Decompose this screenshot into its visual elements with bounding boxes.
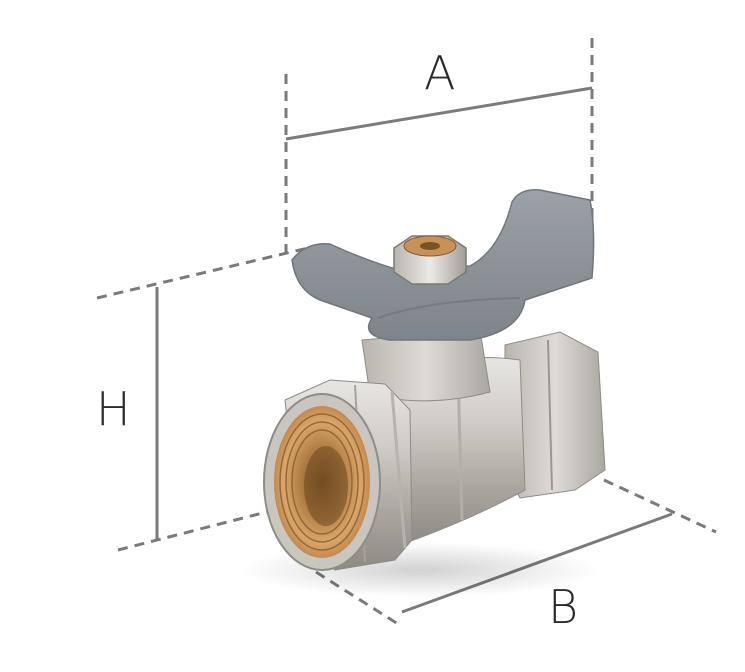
- dimension-h-bottom-extension: [117, 504, 291, 552]
- dimension-h: [96, 242, 326, 552]
- dimension-h-label: H: [96, 382, 131, 436]
- dimension-a: [284, 38, 594, 275]
- dimension-a-label: A: [424, 46, 456, 100]
- butterfly-handle: [291, 189, 595, 341]
- dimension-a-line: [285, 86, 593, 141]
- dimension-h-top-extension: [96, 242, 326, 300]
- dimension-b-right-extension: [603, 478, 717, 534]
- dimension-b-label: B: [548, 580, 579, 634]
- handle-nut: [393, 235, 467, 285]
- ball-valve: [240, 189, 606, 598]
